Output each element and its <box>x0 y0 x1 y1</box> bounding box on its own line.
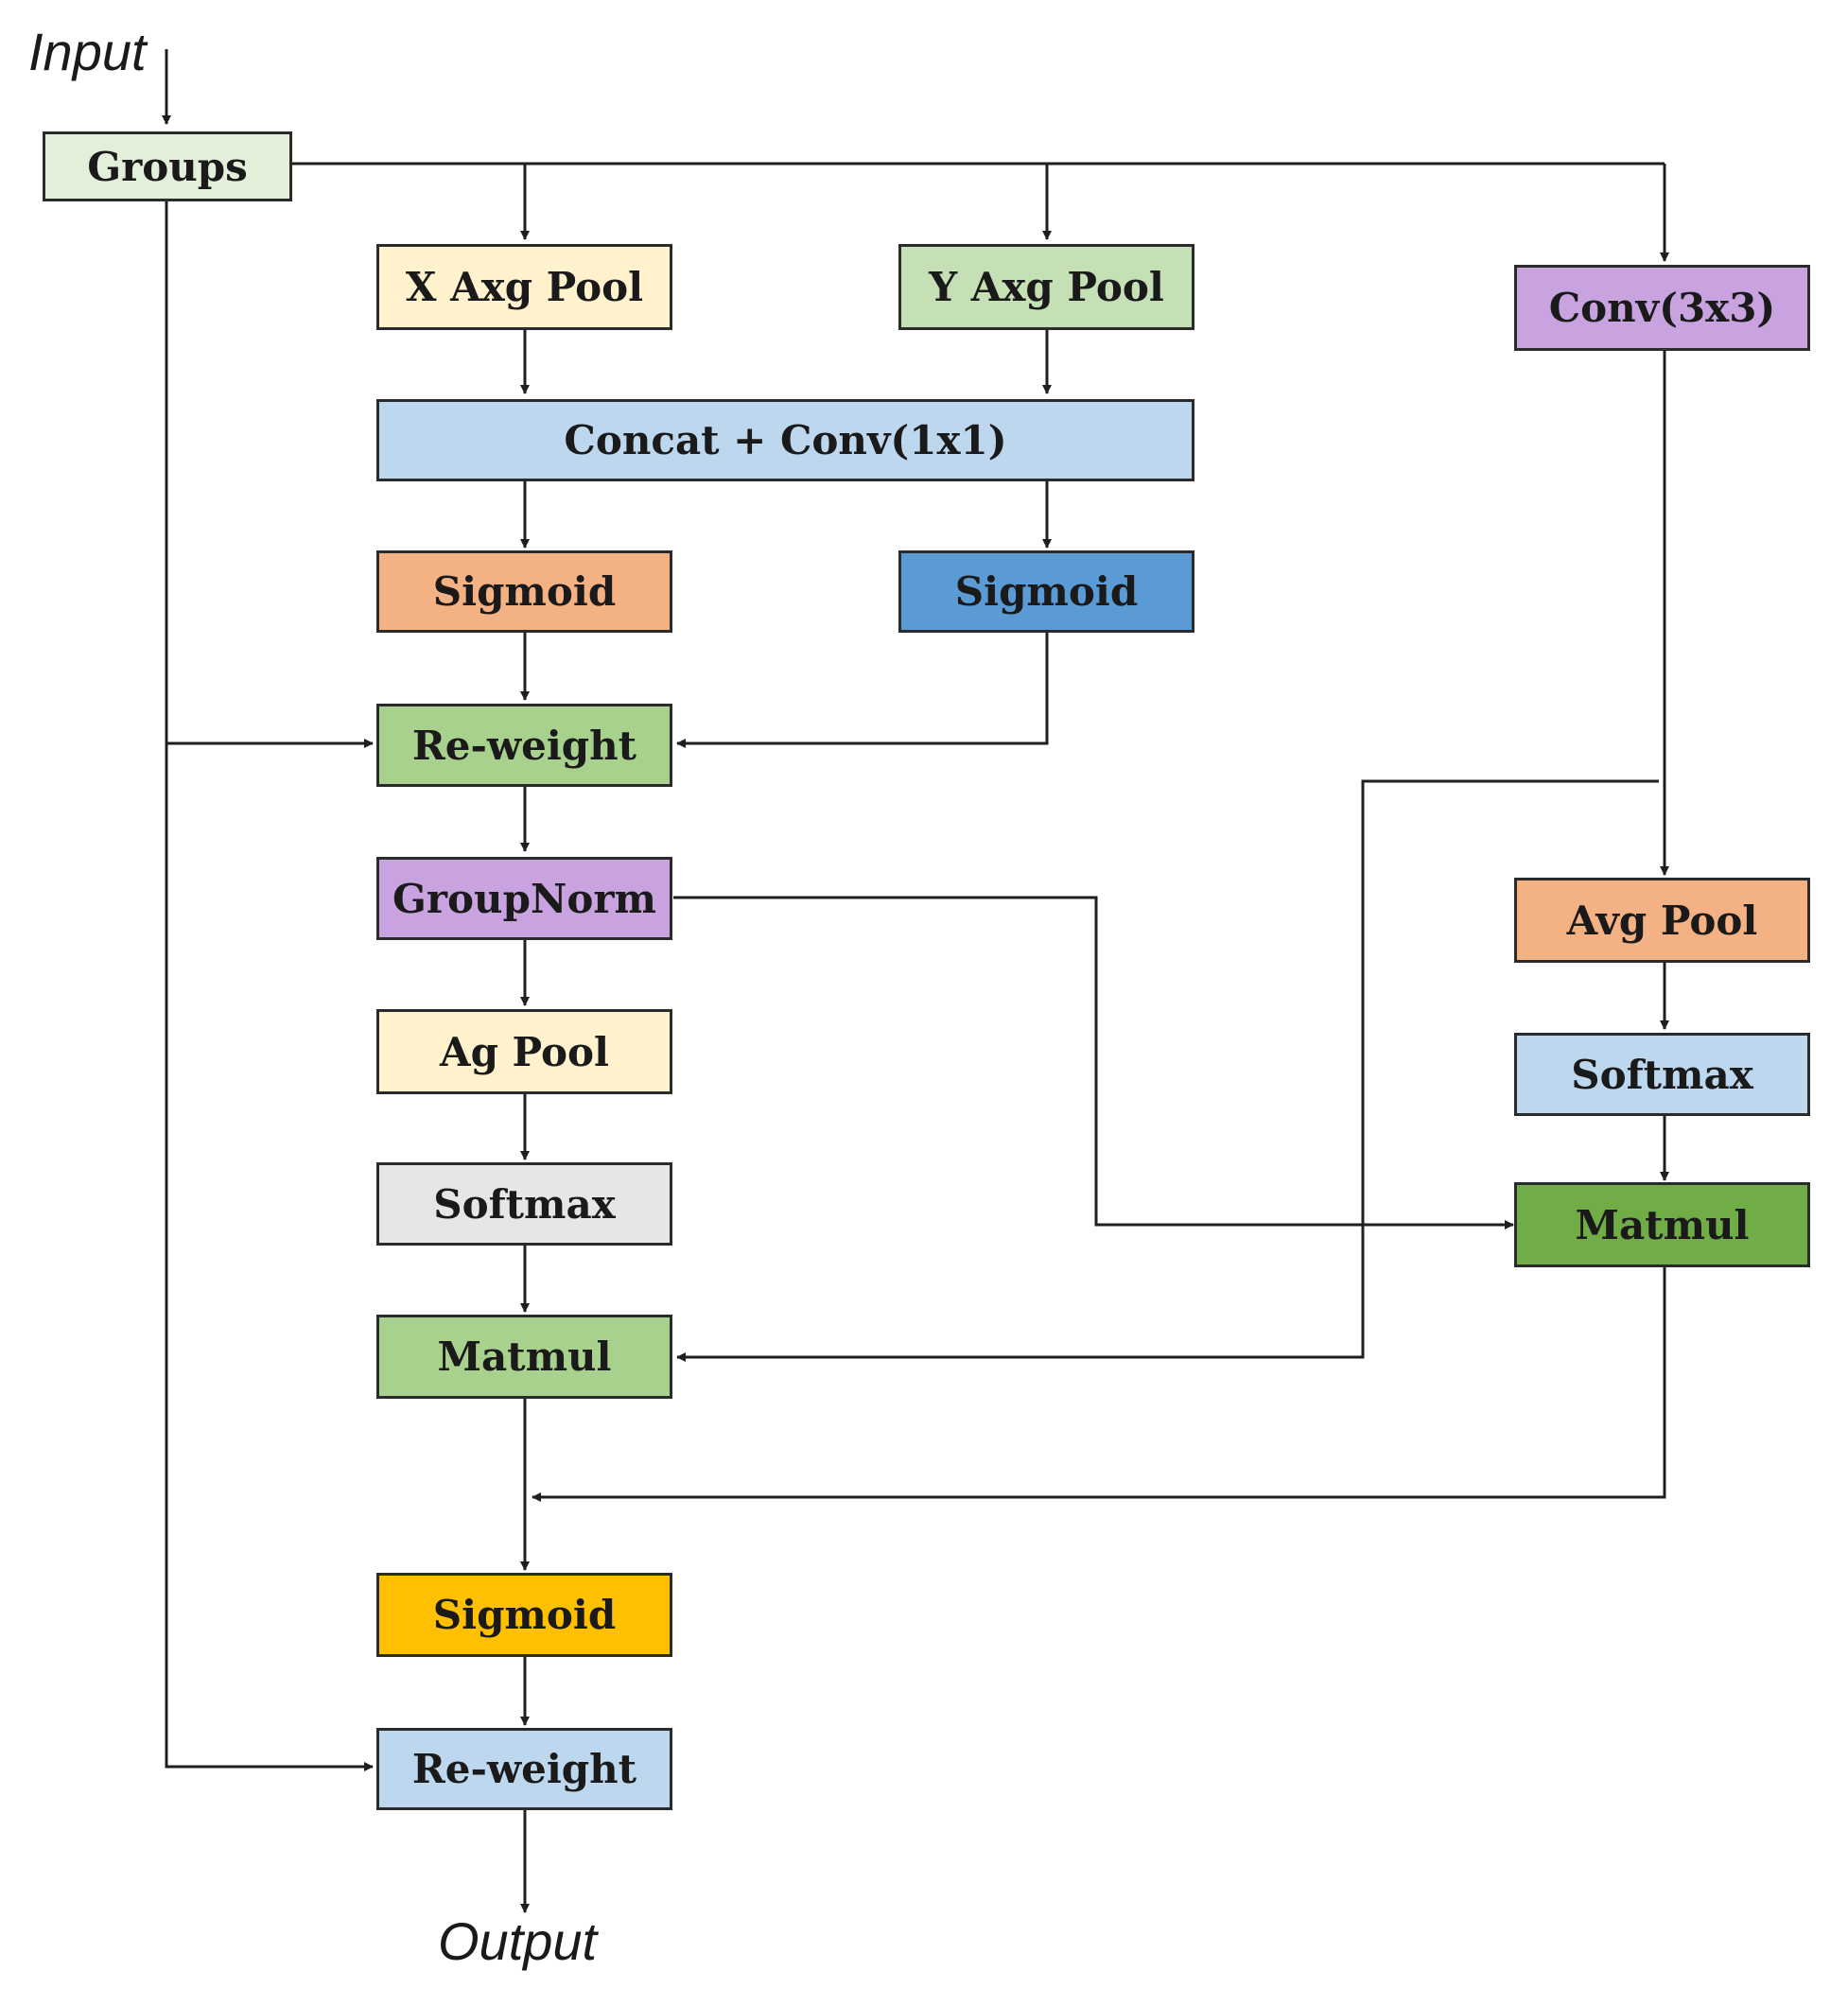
edge-conv3x3-matmul-left <box>676 779 1659 1362</box>
softmax-right-node: Softmax <box>1514 1033 1810 1116</box>
input-label: Input <box>28 22 147 81</box>
matmul-left-node: Matmul <box>376 1315 672 1399</box>
reweight-top-node: Re-weight <box>376 704 672 787</box>
reweight-bottom-node: Re-weight <box>376 1728 672 1810</box>
avgpool-right-node: Avg Pool <box>1514 878 1810 963</box>
sigmoid-right-node: Sigmoid <box>898 550 1194 633</box>
edge-groups-reweight-top <box>165 200 374 748</box>
groups-node: Groups <box>43 131 292 201</box>
softmax-left-node: Softmax <box>376 1162 672 1246</box>
x-pool-node: X Axg Pool <box>376 244 672 330</box>
edge-groups-reweight-bottom <box>165 743 374 1771</box>
edge-groupnorm-matmul-right <box>673 896 1514 1229</box>
edge-matmul-right-merge <box>532 1267 1666 1502</box>
agpool-node: Ag Pool <box>376 1009 672 1094</box>
sigmoid-bottom-node: Sigmoid <box>376 1573 672 1657</box>
y-pool-node: Y Axg Pool <box>898 244 1194 330</box>
groupnorm-node: GroupNorm <box>376 857 672 940</box>
sigmoid-left-node: Sigmoid <box>376 550 672 633</box>
edge-sigmoid-right-reweight <box>676 633 1049 748</box>
output-label: Output <box>438 1911 598 1971</box>
concat-conv-node: Concat + Conv(1x1) <box>376 399 1194 481</box>
conv3x3-node: Conv(3x3) <box>1514 265 1810 351</box>
matmul-right-node: Matmul <box>1514 1182 1810 1267</box>
